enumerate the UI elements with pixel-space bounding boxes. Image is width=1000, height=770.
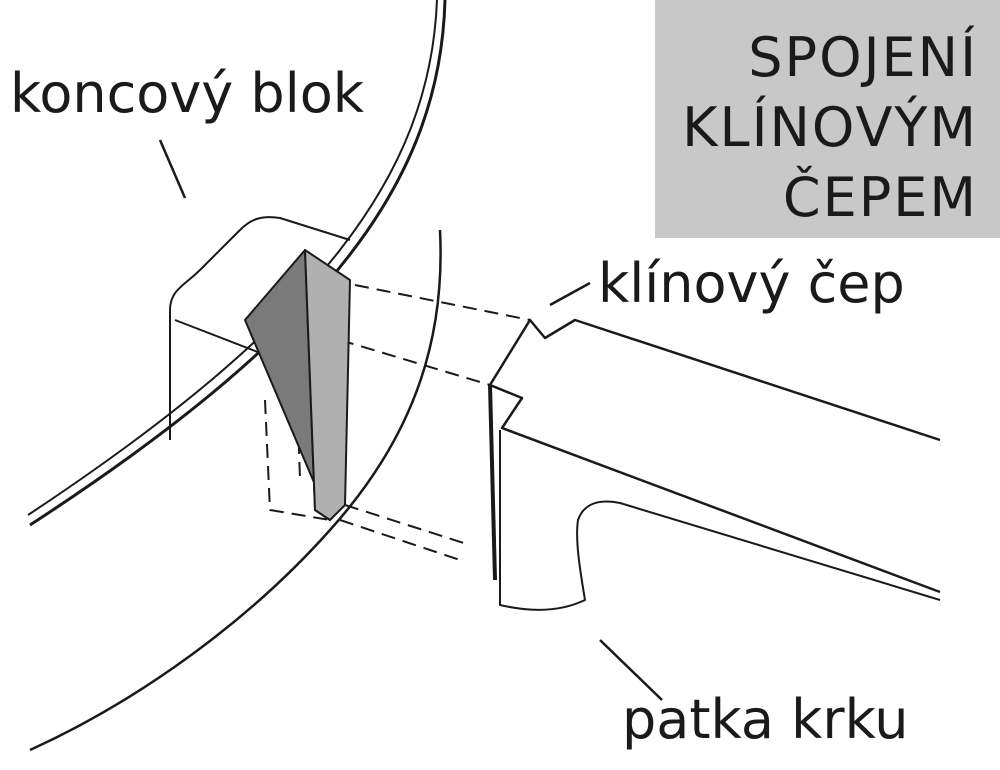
neck-dovetail-top (488, 318, 941, 442)
body-side-curve (29, 229, 442, 752)
end-block (169, 216, 351, 440)
leader-dovetail (549, 281, 591, 307)
title-box: SPOJENÍ KLÍNOVÝM ČEPEM (655, 0, 1000, 238)
label-end-block: koncový blok (10, 62, 365, 125)
neck-front-edge (488, 384, 497, 581)
body-edge-inner (27, 0, 438, 516)
dovetail-slot-light (304, 249, 351, 521)
label-neck-heel: patka krku (622, 688, 909, 751)
body-edge-outer (29, 0, 447, 527)
label-dovetail: klínový čep (598, 252, 905, 315)
leader-heel (599, 639, 663, 701)
neck-dovetail-side (489, 383, 941, 594)
title-line-1: SPOJENÍ (748, 26, 978, 89)
title-line-2: KLÍNOVÝM (682, 96, 978, 159)
neck-heel (499, 430, 941, 611)
title-line-3: ČEPEM (782, 166, 978, 229)
leader-end-block (158, 139, 187, 199)
